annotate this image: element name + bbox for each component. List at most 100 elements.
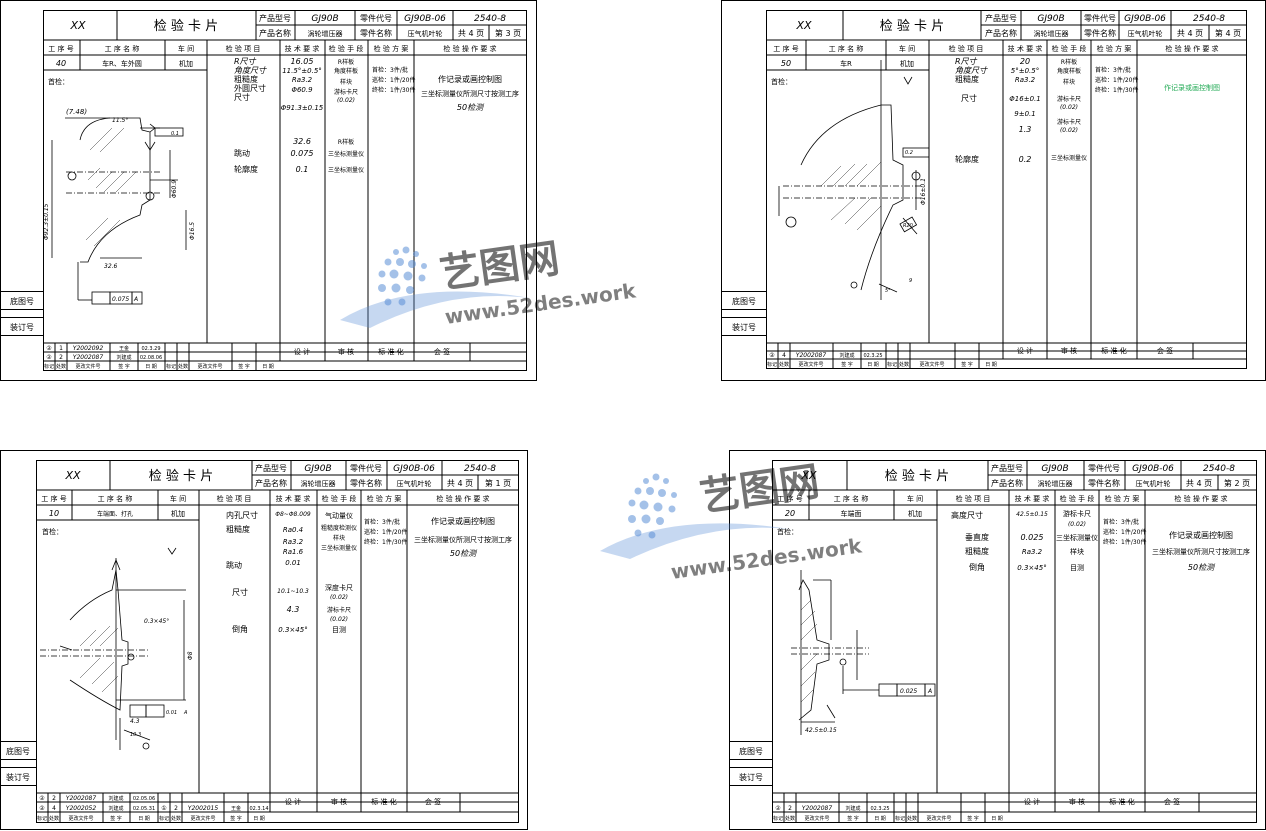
svg-text:日 期: 日 期	[867, 362, 879, 368]
rev-date: 02.08.06	[140, 355, 162, 361]
svg-text:标记: 标记	[166, 363, 176, 370]
part-name: 压气机叶轮	[1128, 29, 1163, 38]
inspect-item: 尺寸	[234, 92, 250, 102]
part-name: 压气机叶轮	[1136, 479, 1171, 488]
rev-qty: 2	[59, 354, 63, 361]
inspect-item: 角度尺寸	[955, 66, 988, 75]
rev-sign: 王金	[119, 345, 129, 352]
first-piece-note: 首检：	[777, 527, 798, 536]
binding-label: 装订号	[10, 322, 34, 332]
product-model-label: 产品型号	[259, 13, 291, 23]
svg-text:更改文件号: 更改文件号	[919, 361, 944, 368]
inspect-item: 粗糙度	[965, 546, 989, 556]
inspect-tool: 样块	[1063, 78, 1075, 86]
inspect-item: 轮廓度	[234, 164, 258, 174]
inspect-tool: 游标卡尺	[1057, 118, 1081, 126]
base-drawing-label: 底图号	[739, 746, 763, 756]
rev-doc: Y2002087	[66, 795, 97, 802]
dimension: 9	[909, 278, 912, 284]
part-code-label: 零件代号	[350, 463, 382, 473]
op-number: 20	[785, 509, 795, 518]
product-model-label: 产品型号	[991, 463, 1023, 473]
rev-mark: ①	[161, 805, 166, 812]
tech-req: 11.5°±0.5°	[282, 67, 322, 75]
dimension: 11.5°	[112, 117, 128, 124]
inspect-item: R尺寸	[955, 57, 978, 66]
part-code-label: 零件代号	[360, 13, 392, 23]
inspection-card-page-2: XX 检 验 卡 片 产品型号 GJ90B 零件代号 GJ90B-06 2540…	[729, 450, 1266, 831]
svg-text:处数: 处数	[178, 363, 188, 370]
tech-req: 9±0.1	[1014, 110, 1035, 118]
rev-date: 02.05.06	[133, 796, 155, 802]
svg-text:签 字: 签 字	[238, 363, 250, 370]
tech-req: Ra0.4	[283, 526, 303, 534]
tech-req: 0.2	[1019, 155, 1032, 164]
rev-doc: Y2002087	[73, 354, 104, 361]
col-header: 车 间	[907, 494, 923, 503]
rev-qty: 1	[59, 345, 63, 352]
rev-qty: 2	[52, 795, 56, 802]
svg-text:处数: 处数	[779, 361, 789, 368]
product-name-label: 产品名称	[255, 478, 287, 488]
col-header: 检 验 方 案	[1097, 44, 1132, 53]
inspect-scheme: 巡检：1件/20件	[364, 528, 407, 536]
design-label: 设 计	[285, 797, 301, 806]
inspect-tool: 三坐标测量仪	[321, 544, 357, 552]
dimension: R20	[903, 223, 913, 229]
inspect-scheme: 首检：3件/批	[364, 518, 400, 526]
doc-number: 2540-8	[1193, 14, 1225, 24]
operation-req: 50检测	[1188, 563, 1216, 572]
part-name-label: 零件名称	[1088, 478, 1120, 488]
col-header: 检 验 项 目	[949, 44, 984, 53]
standardization-label: 标 准 化	[1101, 346, 1126, 355]
impeller-section-drawing	[40, 547, 186, 750]
dimension: 0.075	[112, 296, 129, 303]
inspect-item: 外圆尺寸	[234, 83, 266, 93]
col-header: 工 序 号	[48, 44, 73, 53]
part-code: GJ90B-06	[1124, 14, 1166, 24]
tech-req: 4.3	[287, 605, 300, 614]
rev-footer: 标记 处数 更改文件号 签 字 日 期 标记 处数 更改文件号 签 字 日 期	[37, 815, 265, 822]
col-header: 检 验 操 作 要 求	[436, 494, 489, 503]
rev-qty: 2	[788, 805, 792, 812]
product-model-label: 产品型号	[255, 463, 287, 473]
dimension: Φ92.3±0.15	[43, 203, 50, 240]
svg-text:日 期: 日 期	[262, 364, 274, 370]
inspect-tool: 三坐标测量仪	[328, 150, 364, 158]
rev-mark: ②	[39, 805, 45, 812]
inspect-scheme: 终检：1件/30件	[1095, 86, 1138, 94]
total-pages: 共 4 页	[447, 479, 473, 488]
col-header: 工 序 名 称	[834, 494, 869, 503]
operation-req: 三坐标测量仪所测尺寸按测工序	[1152, 547, 1250, 556]
countersign-label: 会 签	[425, 797, 441, 806]
doc-number: 2540-8	[1203, 464, 1235, 474]
dimension: 42.5±0.15	[805, 727, 837, 734]
col-header: 车 间	[178, 44, 194, 53]
product-name-label: 产品名称	[991, 478, 1023, 488]
svg-text:标记: 标记	[773, 815, 783, 822]
svg-text:签 字: 签 字	[961, 361, 973, 368]
inspect-tool: 游标卡尺	[327, 606, 351, 614]
op-name: 车R	[840, 59, 852, 68]
svg-text:标记: 标记	[37, 815, 47, 822]
design-label: 设 计	[1017, 346, 1033, 355]
inspect-item: 跳动	[226, 560, 242, 570]
inspect-scheme: 巡检：1件/20件	[1103, 528, 1146, 536]
tech-req: 0.01	[285, 559, 301, 567]
inspect-scheme: 终检：1件/30件	[1103, 538, 1146, 546]
col-header: 检 验 手 段	[329, 44, 364, 53]
hatch	[820, 161, 882, 231]
svg-text:日 期: 日 期	[145, 364, 157, 370]
standardization-label: 标 准 化	[378, 347, 403, 356]
operation-req: 三坐标测量仪所测尺寸按测工序	[421, 89, 519, 98]
inspect-tool: 目测	[332, 626, 346, 634]
inspect-tool: 三坐标测量仪	[1056, 533, 1098, 542]
inspection-card-svg: XX 检 验 卡 片 产品型号 GJ90B 零件代号 GJ90B-06 2540…	[0, 0, 537, 381]
svg-text:标记: 标记	[887, 361, 897, 368]
workshop: 机加	[908, 509, 922, 518]
rev-sign: 刘建成	[108, 805, 123, 812]
operation-req: 作记录或画控制图	[438, 74, 502, 84]
op-name: 车端面、打孔	[97, 510, 133, 518]
svg-text:处数: 处数	[785, 815, 795, 822]
tech-req: 10.1~10.3	[277, 588, 309, 595]
